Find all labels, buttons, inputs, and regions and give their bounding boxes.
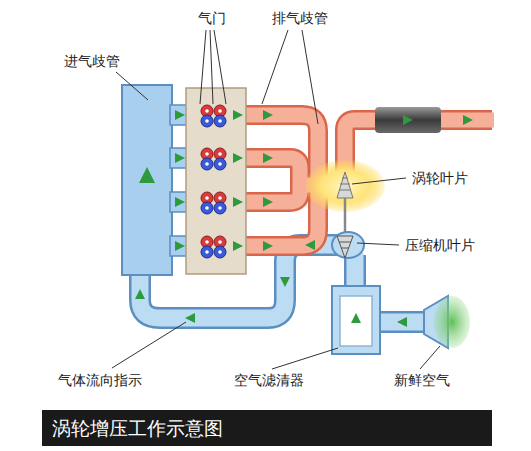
part-label: 新鲜空气 — [392, 371, 452, 389]
title-bar — [42, 410, 492, 446]
part-label: 气门 — [196, 9, 228, 27]
fresh-air — [434, 296, 470, 348]
shaft — [344, 198, 347, 234]
flow-arrows — [135, 110, 473, 327]
intake-manifold — [122, 85, 188, 275]
part-label: 压缩机叶片 — [403, 236, 477, 254]
part-label: 空气滤清器 — [232, 371, 306, 389]
leader-lines — [112, 30, 440, 369]
muffler — [375, 107, 441, 133]
part-label: 进气歧管 — [62, 52, 122, 70]
valves — [201, 105, 226, 258]
part-label: 涡轮叶片 — [410, 169, 470, 187]
exhaust-manifold — [244, 115, 494, 246]
part-label: 气体流向指示 — [56, 371, 144, 389]
part-label: 排气歧管 — [270, 9, 330, 27]
air-filter — [332, 286, 380, 354]
diagram-title: 涡轮增压工作示意图 — [52, 415, 223, 441]
valve-block — [186, 88, 246, 274]
compressor — [332, 232, 364, 258]
